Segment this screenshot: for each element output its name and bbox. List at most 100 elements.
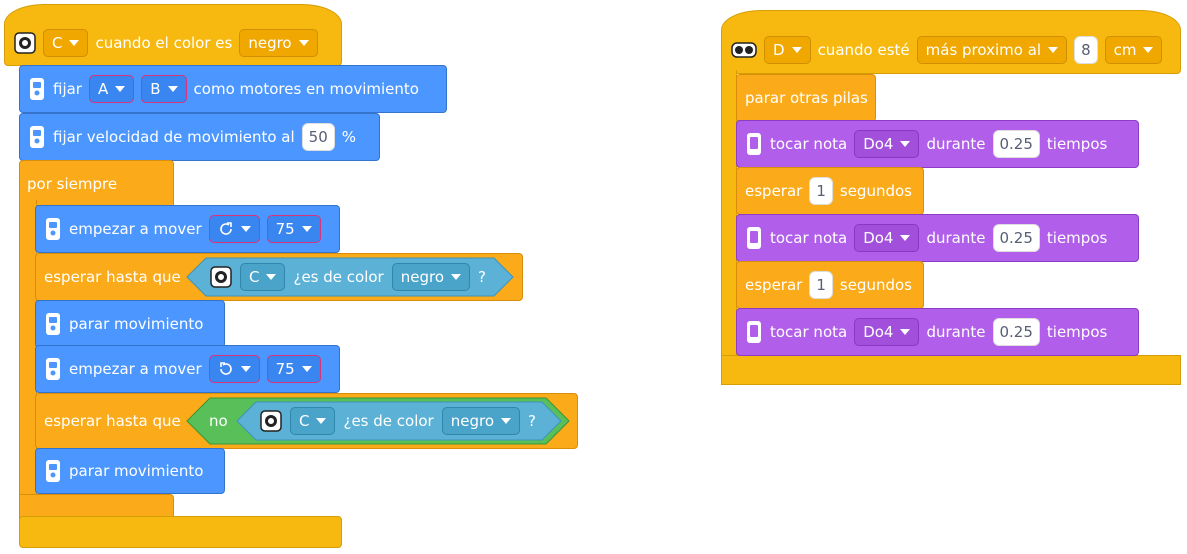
seconds-unit: segundos <box>839 276 912 294</box>
color-value: negro <box>400 268 444 286</box>
chevron-down-icon <box>240 366 251 372</box>
motor-hub-icon <box>44 459 62 483</box>
chevron-down-icon <box>900 141 911 147</box>
seconds-unit: segundos <box>839 182 912 200</box>
chevron-down-icon <box>1143 47 1154 53</box>
color-sensor-icon <box>260 410 282 432</box>
color-value: negro <box>248 34 292 52</box>
hat-content: D cuando esté más proximo al 8 cm <box>731 31 1163 69</box>
condition-dropdown[interactable]: más proximo al <box>916 36 1068 64</box>
hub-speaker-icon <box>745 226 763 250</box>
motor-pair-suffix: como motores en movimiento <box>193 80 419 98</box>
during-label: durante <box>926 229 986 247</box>
chevron-down-icon <box>301 226 312 232</box>
direction-dropdown[interactable] <box>208 215 260 243</box>
motor-a-value: A <box>97 80 109 98</box>
direction-dropdown[interactable] <box>208 355 260 383</box>
motor-hub-icon <box>44 357 62 381</box>
play-note-block[interactable]: tocar nota Do4 durante 0.25 tiempos <box>736 120 1139 168</box>
during-label: durante <box>926 135 986 153</box>
wait-label: esperar <box>745 182 803 200</box>
wait-label: esperar <box>745 276 803 294</box>
color-dropdown[interactable]: negro <box>441 407 520 435</box>
start-moving-block[interactable]: empezar a mover 75 <box>35 345 340 393</box>
wait-seconds-block[interactable]: esperar 1 segundos <box>736 167 924 215</box>
beats-input[interactable]: 0.25 <box>992 318 1040 346</box>
distance-sensor-icon <box>731 41 757 59</box>
hat-label: cuando el color es <box>95 34 233 52</box>
note-value: Do4 <box>863 135 894 153</box>
chevron-down-icon <box>115 86 126 92</box>
chevron-down-icon <box>240 226 251 232</box>
rotate-counterclockwise-icon <box>218 361 234 377</box>
note-value: Do4 <box>863 323 894 341</box>
hat-content: C cuando el color es negro <box>14 24 318 62</box>
speed-dropdown[interactable]: 75 <box>266 355 321 383</box>
hat-stack-end <box>19 516 342 548</box>
not-label: no <box>209 412 228 430</box>
note-label: tocar nota <box>770 135 848 153</box>
color-condition-reporter[interactable]: C ¿es de color negro ? <box>236 401 562 441</box>
set-speed-block[interactable]: fijar velocidad de movimiento al 50 % <box>19 113 380 161</box>
start-moving-block[interactable]: empezar a mover 75 <box>35 205 340 253</box>
condition-value: más proximo al <box>925 41 1042 59</box>
wait-until-label: esperar hasta que <box>44 412 181 430</box>
note-dropdown[interactable]: Do4 <box>854 224 920 252</box>
motor-a-dropdown[interactable]: A <box>88 75 135 103</box>
wait-seconds-block[interactable]: esperar 1 segundos <box>736 261 924 309</box>
note-label: tocar nota <box>770 323 848 341</box>
stop-moving-block[interactable]: parar movimiento <box>35 300 225 348</box>
unit-value: cm <box>1113 41 1137 59</box>
port-dropdown[interactable]: C <box>240 263 286 291</box>
note-dropdown[interactable]: Do4 <box>854 318 920 346</box>
speed-dropdown[interactable]: 75 <box>266 215 321 243</box>
question-mark: ? <box>478 268 486 286</box>
chevron-down-icon <box>316 418 327 424</box>
set-label: fijar <box>53 80 82 98</box>
color-condition-reporter[interactable]: C ¿es de color negro ? <box>186 257 514 297</box>
hub-speaker-icon <box>745 320 763 344</box>
set-motor-pair-block[interactable]: fijar A B como motores en movimiento <box>19 65 447 113</box>
motor-b-value: B <box>150 80 161 98</box>
distance-input[interactable]: 8 <box>1074 36 1098 64</box>
beats-unit: tiempos <box>1046 229 1108 247</box>
speed-input[interactable]: 50 <box>301 123 335 151</box>
color-value: negro <box>450 412 494 430</box>
speed-unit: % <box>341 128 357 146</box>
motor-b-dropdown[interactable]: B <box>141 75 187 103</box>
play-note-block[interactable]: tocar nota Do4 durante 0.25 tiempos <box>736 214 1139 262</box>
beats-unit: tiempos <box>1046 135 1108 153</box>
port-dropdown[interactable]: C <box>290 407 336 435</box>
stop-label: parar movimiento <box>69 315 204 333</box>
speed-value: 75 <box>275 360 295 378</box>
motor-hub-icon <box>44 312 62 336</box>
note-dropdown[interactable]: Do4 <box>854 130 920 158</box>
seconds-input[interactable]: 1 <box>809 271 833 299</box>
beats-input[interactable]: 0.25 <box>992 224 1040 252</box>
seconds-input[interactable]: 1 <box>809 177 833 205</box>
stop-moving-block[interactable]: parar movimiento <box>35 448 225 494</box>
port-dropdown[interactable]: C <box>43 29 89 57</box>
forever-label: por siempre <box>27 175 118 193</box>
port-value: C <box>299 412 310 430</box>
hat-spine <box>721 70 737 370</box>
question-mark: ? <box>528 412 536 430</box>
chevron-down-icon <box>501 418 511 424</box>
start-move-label: empezar a mover <box>69 220 202 238</box>
hat-stack-end <box>721 355 1181 385</box>
motor-hub-icon <box>28 77 46 101</box>
not-operator-reporter[interactable]: no C ¿es de color negro ? <box>186 397 570 445</box>
unit-dropdown[interactable]: cm <box>1104 36 1163 64</box>
port-value: C <box>52 34 63 52</box>
color-dropdown[interactable]: negro <box>391 263 470 291</box>
motor-hub-icon <box>28 125 46 149</box>
stop-other-stacks-block[interactable]: parar otras pilas <box>736 74 876 122</box>
beats-input[interactable]: 0.25 <box>992 130 1040 158</box>
port-dropdown[interactable]: D <box>764 36 811 64</box>
chevron-down-icon <box>1048 47 1059 53</box>
play-note-block[interactable]: tocar nota Do4 durante 0.25 tiempos <box>736 308 1139 356</box>
speed-value: 75 <box>275 220 295 238</box>
stop-label: parar movimiento <box>69 462 204 480</box>
color-dropdown[interactable]: negro <box>239 29 318 57</box>
note-value: Do4 <box>863 229 894 247</box>
